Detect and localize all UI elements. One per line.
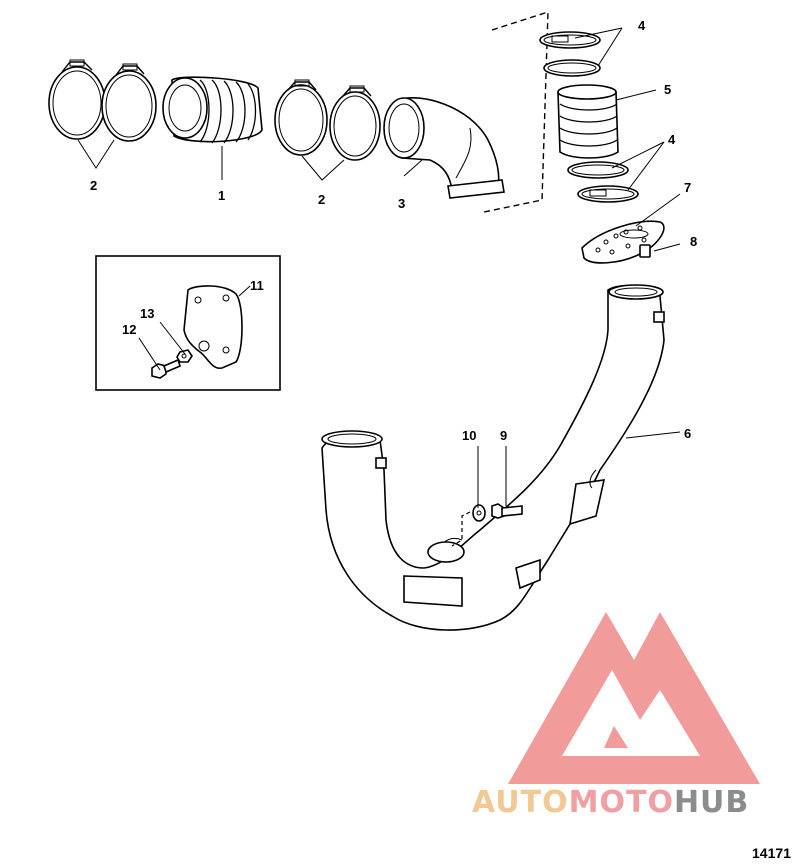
callout-2-right: 2: [318, 192, 325, 207]
bolt-inset: [151, 358, 181, 379]
watermark-moto: MOTO: [569, 785, 674, 820]
hose-clamp-left-outer: [48, 59, 106, 140]
figure-number: 14171: [752, 845, 791, 861]
corrugated-hose: [557, 84, 619, 159]
callout-12: 12: [122, 322, 136, 337]
hose-clamp-upper-b: [543, 59, 601, 77]
callout-3: 3: [398, 196, 405, 211]
hose-clamp-lower-a: [567, 161, 629, 179]
dashed-alignment-line: [451, 511, 471, 547]
callout-9: 9: [500, 428, 507, 443]
callout-5: 5: [664, 82, 671, 97]
callout-4-bottom: 4: [668, 132, 676, 147]
inset-frame: [95, 255, 281, 391]
hose-clamp-right-inner: [329, 85, 381, 161]
exhaust-elbow: [383, 97, 505, 199]
gasket: [581, 220, 665, 264]
hose-clamp-right-outer: [274, 79, 328, 156]
kit-bracket-dashed: [483, 11, 549, 213]
callout-13: 13: [140, 306, 154, 321]
bolt-lower: [491, 503, 523, 519]
mounting-bracket: [183, 285, 243, 369]
callout-1: 1: [218, 188, 225, 203]
callout-8: 8: [690, 234, 697, 249]
watermark-text: AUTOMOTOHUB: [472, 785, 749, 820]
automotohub-watermark-logo: [508, 612, 760, 784]
callout-4-top: 4: [638, 18, 646, 33]
callout-2-left: 2: [90, 178, 97, 193]
washer-lower: [472, 504, 486, 522]
watermark-hub: HUB: [674, 785, 749, 820]
callout-7: 7: [684, 180, 691, 195]
callout-10: 10: [462, 428, 476, 443]
callout-6: 6: [684, 426, 691, 441]
hose-clamp-lower-b: [577, 185, 639, 203]
nut: [176, 349, 193, 363]
watermark-auto: AUTO: [472, 785, 569, 820]
bellows-hose: [162, 76, 263, 144]
y-pipe-exhaust: [321, 284, 665, 631]
leader-lines: [77, 27, 681, 508]
callout-11: 11: [250, 278, 264, 293]
hose-clamp-left-inner: [101, 63, 157, 142]
bumper-block: [639, 244, 651, 258]
